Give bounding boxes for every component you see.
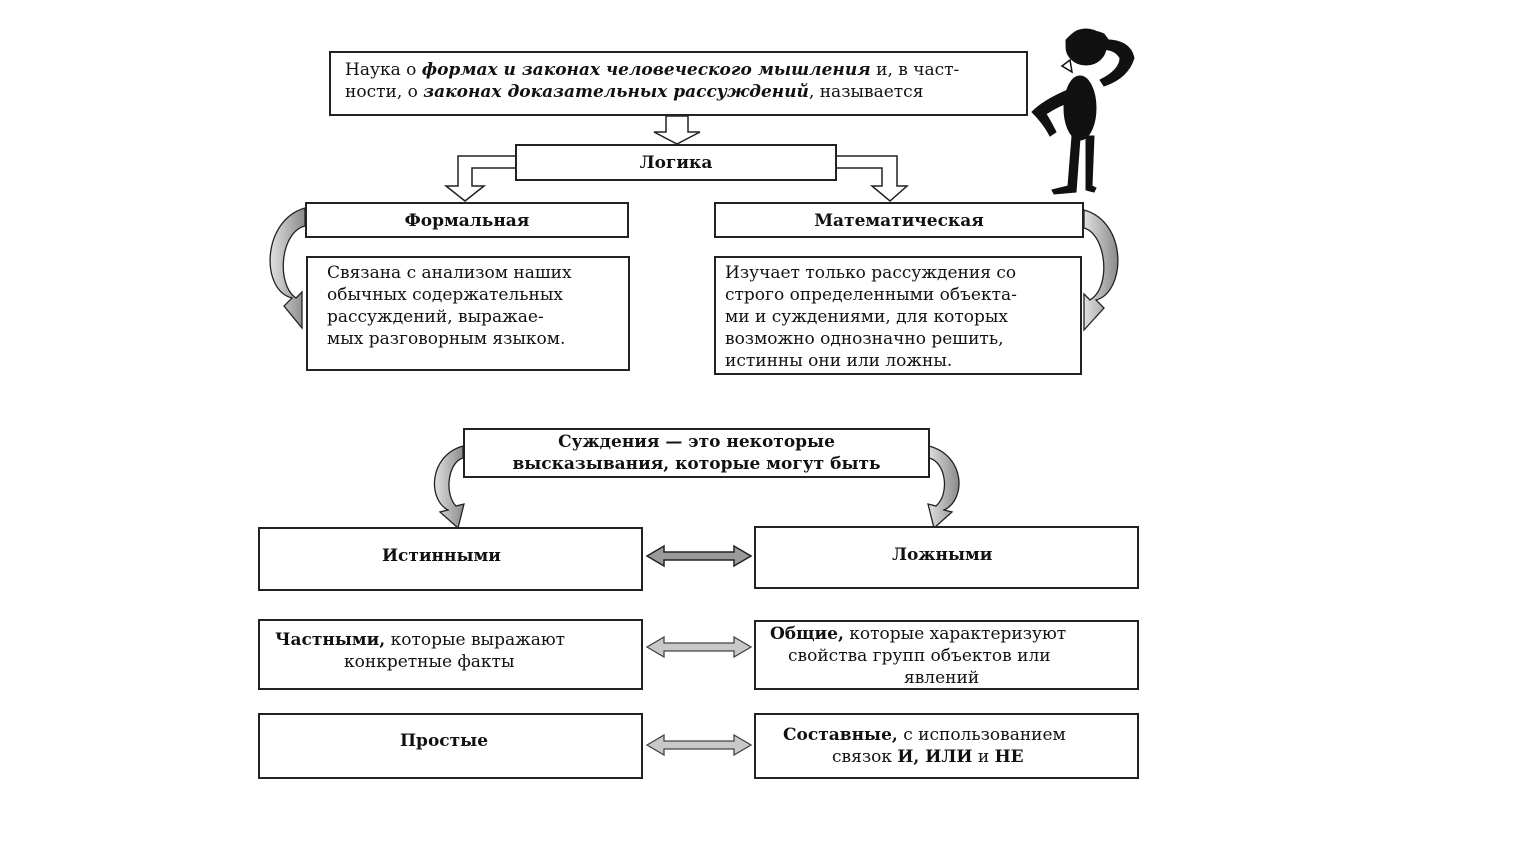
true-box: Истинными <box>258 527 643 591</box>
particular-bold: Частными, <box>275 630 386 650</box>
general-box: Общие, которые характеризуют свойства гр… <box>754 620 1139 690</box>
judgments-line-1: Суждения — это некоторые <box>558 432 835 452</box>
curved-arrow-math <box>1083 209 1119 332</box>
double-arrow-particular-general <box>645 635 753 659</box>
judgments-line-2: высказывания, которые могут быть <box>512 454 881 474</box>
math-desc-line: Изучает только рассуждения со <box>725 263 1017 283</box>
judgments-box: Суждения — это некоторые высказывания, к… <box>463 428 930 478</box>
compound-text: связок <box>832 747 898 767</box>
general-line-3: явлений <box>904 668 980 688</box>
particular-text: которые выражают <box>385 630 566 650</box>
compound-line-2: связок И, ИЛИ и НЕ <box>832 746 1024 768</box>
math-desc-line: ми и суждениями, для которых <box>725 307 1009 327</box>
formal-box: Формальная <box>305 202 629 238</box>
general-line-1: Общие, которые характеризуют <box>770 623 1066 645</box>
formal-label: Формальная <box>404 211 530 231</box>
definition-emphasis: формах и законах человеческого мышления <box>421 60 871 80</box>
formal-desc-line: Связана с анализом наших <box>327 263 572 283</box>
particular-box: Частными, которые выражают конкретные фа… <box>258 619 643 690</box>
math-desc-line: возможно однозначно решить, <box>725 329 1004 349</box>
logic-box: Логика <box>515 144 837 181</box>
true-label: Истинными <box>382 546 501 566</box>
compound-text: с использованием <box>897 725 1066 745</box>
definition-box: Наука о формах и законах человеческого м… <box>329 51 1028 116</box>
thinking-figure-icon <box>1031 28 1135 195</box>
definition-text: ности, о <box>345 82 424 102</box>
double-arrow-simple-compound <box>645 733 753 757</box>
curved-arrow-true <box>433 445 465 530</box>
down-arrow-definition-logic <box>653 115 701 145</box>
formal-desc-line: обычных содержательных <box>327 285 563 305</box>
definition-text: Наука о <box>345 60 422 80</box>
compound-bold: Составные, <box>783 725 898 745</box>
false-box: Ложными <box>754 526 1139 589</box>
particular-line-2: конкретные факты <box>344 652 515 672</box>
compound-box: Составные, с использованием связок И, ИЛ… <box>754 713 1139 779</box>
false-label: Ложными <box>892 545 993 565</box>
math-description-box: Изучает только рассуждения со строго опр… <box>714 256 1082 375</box>
elbow-arrow-to-formal <box>443 155 516 202</box>
compound-connective-not: НЕ <box>994 747 1024 767</box>
math-desc-line: строго определенными объекта- <box>725 285 1017 305</box>
particular-line-1: Частными, которые выражают <box>275 629 565 651</box>
general-bold: Общие, <box>770 624 844 644</box>
formal-desc-line: рассуждений, выражае- <box>327 307 544 327</box>
math-desc-line: истинны они или ложны. <box>725 351 953 371</box>
definition-text: и, в част- <box>870 60 960 80</box>
general-line-2: свойства групп объектов или <box>788 646 1051 666</box>
definition-line-1: Наука о формах и законах человеческого м… <box>345 59 959 81</box>
compound-line-1: Составные, с использованием <box>783 724 1066 746</box>
logic-label: Логика <box>639 153 713 173</box>
formal-description-box: Связана с анализом наших обычных содержа… <box>306 256 630 371</box>
simple-label: Простые <box>400 731 489 751</box>
curved-arrow-false <box>927 445 960 530</box>
curved-arrow-formal <box>269 207 306 330</box>
elbow-arrow-to-math <box>836 155 909 202</box>
math-label: Математическая <box>814 211 984 231</box>
compound-text: и <box>972 747 995 767</box>
formal-desc-line: мых разговорным языком. <box>327 329 566 349</box>
definition-emphasis: законах доказательных рассуждений <box>423 82 809 102</box>
general-text: которые характеризуют <box>843 624 1067 644</box>
simple-box: Простые <box>258 713 643 779</box>
definition-line-2: ности, о законах доказательных рассужден… <box>345 81 923 103</box>
math-box: Математическая <box>714 202 1084 238</box>
compound-connectives: И, ИЛИ <box>897 747 973 767</box>
double-arrow-true-false <box>645 544 753 568</box>
definition-text: , называется <box>808 82 924 102</box>
